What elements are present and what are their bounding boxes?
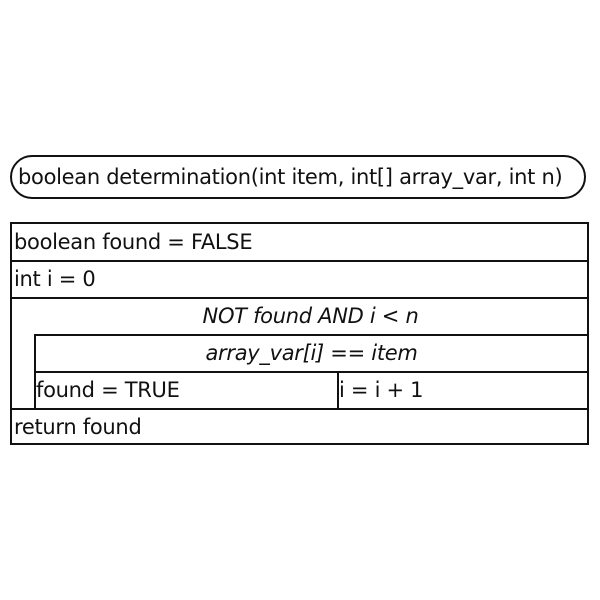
function-signature: boolean determination(int item, int[] ar… — [10, 155, 586, 199]
statement-init-i: int i = 0 — [14, 267, 96, 291]
loop-condition: NOT found AND i < n — [202, 304, 419, 328]
else-branch: i = i + 1 — [339, 378, 424, 402]
divider — [12, 408, 587, 410]
if-condition: array_var[i] == item — [205, 341, 418, 365]
statement-return: return found — [14, 415, 142, 439]
statement-init-found: boolean found = FALSE — [14, 230, 253, 254]
divider — [34, 371, 587, 373]
structogram-box: boolean found = FALSE int i = 0 NOT foun… — [10, 222, 589, 445]
divider — [12, 297, 587, 299]
then-branch: found = TRUE — [36, 378, 180, 402]
branch-divider — [337, 371, 339, 408]
divider — [34, 334, 587, 336]
divider — [12, 260, 587, 262]
